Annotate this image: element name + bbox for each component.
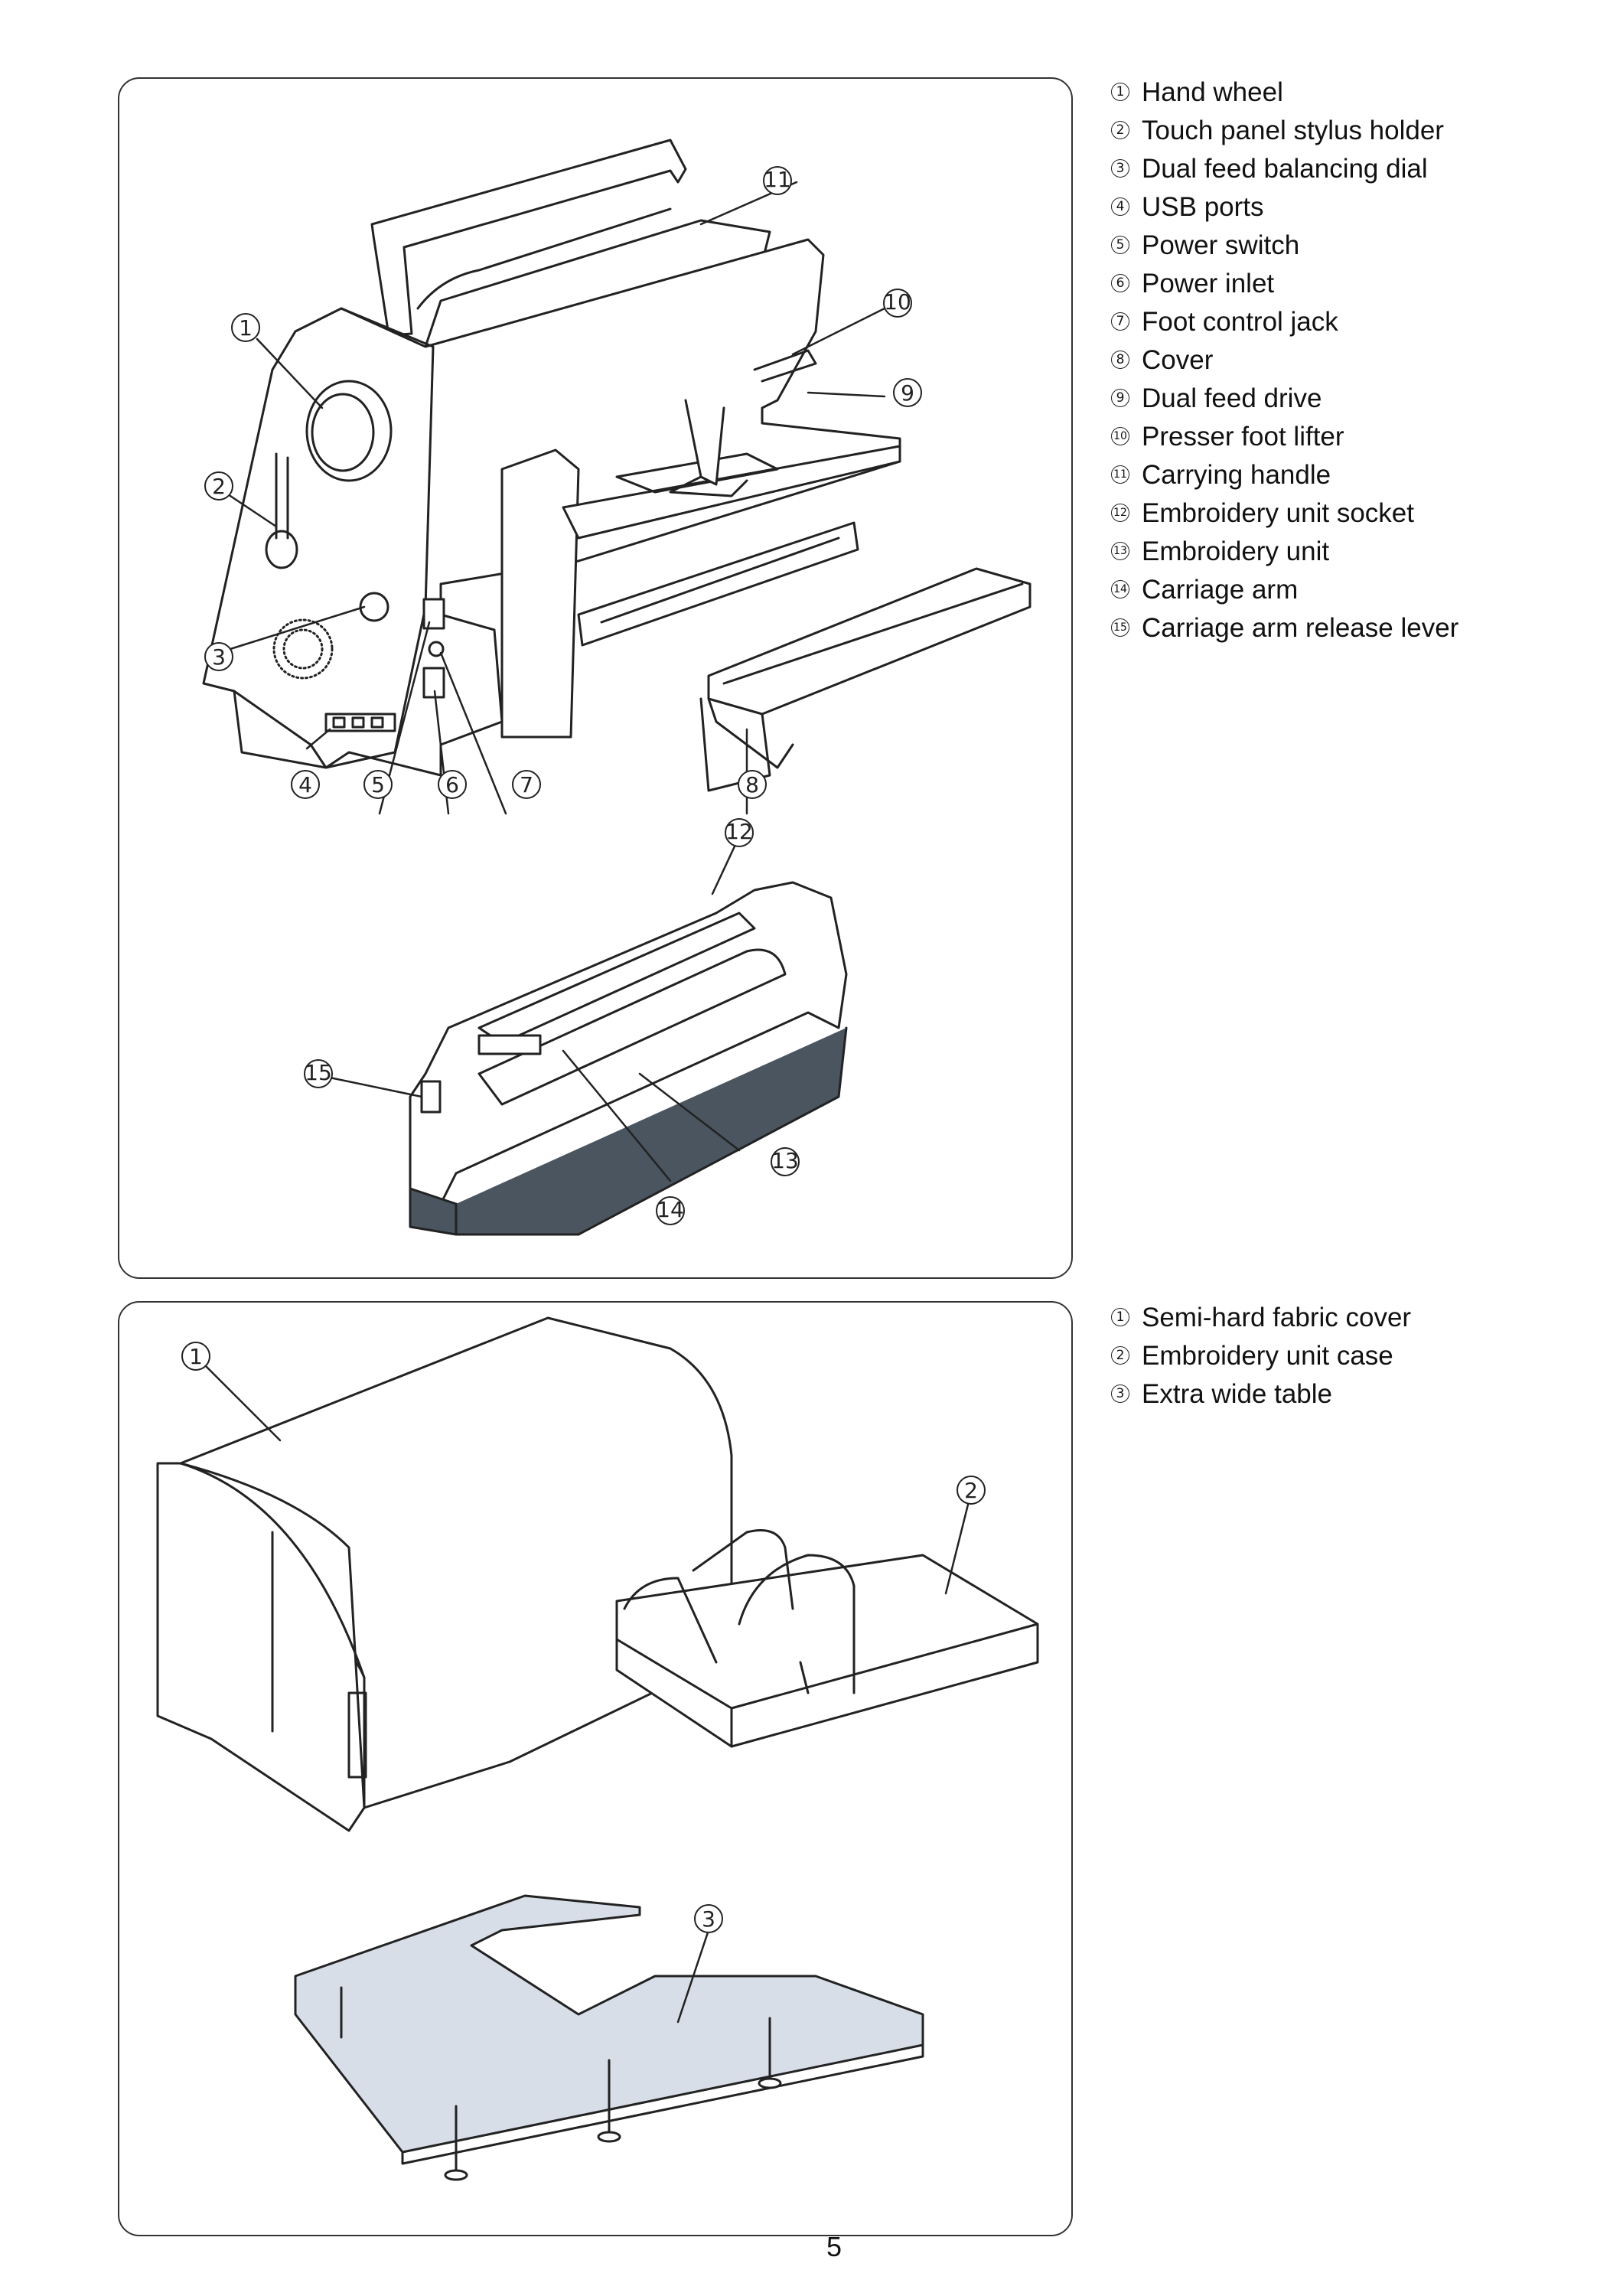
callout-13: 13 — [771, 1147, 800, 1176]
extra-wide-table-drawing — [294, 1894, 924, 2154]
svg-text:10: 10 — [884, 289, 911, 315]
svg-text:7: 7 — [520, 772, 533, 797]
svg-text:9: 9 — [901, 380, 914, 406]
svg-text:11: 11 — [764, 167, 791, 192]
callout-1: 1 — [181, 1342, 210, 1371]
svg-text:13: 13 — [771, 1148, 799, 1173]
callout-6: 6 — [438, 770, 467, 799]
bottom-callouts: 1 2 3 — [181, 1342, 986, 1933]
callout-5: 5 — [363, 770, 393, 799]
cover-drawing — [707, 567, 1031, 716]
svg-text:5: 5 — [371, 772, 385, 797]
svg-text:4: 4 — [298, 772, 312, 797]
svg-text:2: 2 — [964, 1478, 978, 1503]
callout-15: 15 — [304, 1059, 333, 1088]
callout-1: 1 — [231, 313, 260, 342]
callout-2: 2 — [204, 471, 233, 501]
svg-text:2: 2 — [212, 474, 226, 499]
svg-text:3: 3 — [212, 644, 226, 670]
machine-overview-panel: 1 2 3 4 5 6 7 8 9 10 11 12 13 14 15 — [118, 77, 1073, 1279]
page-number: 5 — [826, 2231, 842, 2262]
slide-rail-drawing — [577, 521, 859, 647]
svg-text:1: 1 — [189, 1344, 203, 1369]
svg-text:8: 8 — [745, 772, 759, 797]
usb-ports-drawing — [324, 713, 396, 732]
callout-7: 7 — [512, 770, 541, 799]
speaker-grille-drawing — [272, 618, 334, 680]
svg-text:14: 14 — [657, 1197, 684, 1222]
table-legs-drawing — [340, 1986, 782, 2181]
machine-overview-illustration: 1 2 3 4 5 6 7 8 9 10 11 12 13 14 15 — [202, 139, 1031, 1236]
hand-wheel-drawing — [305, 380, 393, 482]
svg-text:6: 6 — [445, 772, 459, 797]
svg-text:1: 1 — [239, 315, 253, 341]
callout-11: 11 — [763, 166, 792, 195]
callout-2: 2 — [957, 1476, 986, 1505]
callout-3: 3 — [694, 1904, 723, 1933]
accessories-illustration: 1 2 3 — [156, 1316, 1039, 2181]
callout-14: 14 — [656, 1196, 685, 1225]
callout-9: 9 — [893, 378, 922, 407]
callout-3: 3 — [204, 642, 233, 671]
svg-text:3: 3 — [702, 1906, 715, 1932]
callout-10: 10 — [883, 289, 912, 318]
callout-12: 12 — [725, 818, 754, 847]
callout-8: 8 — [738, 770, 767, 799]
top-callouts: 1 2 3 4 5 6 7 8 9 10 11 12 13 14 15 — [204, 166, 922, 1225]
svg-text:12: 12 — [725, 819, 753, 844]
unit-case-drawing — [615, 1554, 1039, 1748]
callout-4: 4 — [291, 770, 320, 799]
svg-text:15: 15 — [305, 1060, 332, 1085]
accessories-panel: 1 2 3 — [118, 1301, 1073, 2236]
